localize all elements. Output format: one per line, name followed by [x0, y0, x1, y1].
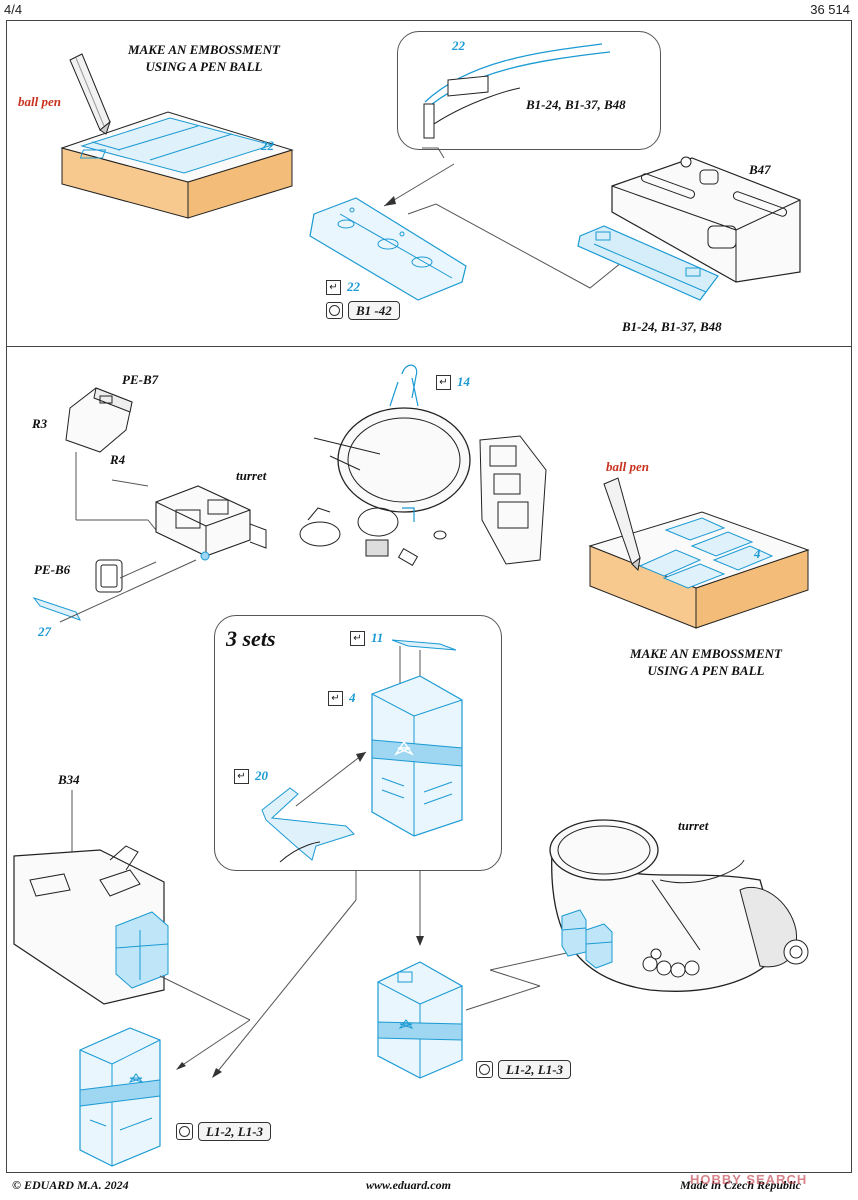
bend-icon: ↵ [436, 374, 451, 390]
bend-icon: ↵ [350, 630, 365, 646]
footer-copyright: © EDUARD M.A. 2024 [12, 1178, 129, 1192]
kit-part-icon [326, 302, 343, 319]
turret-label-bottom: turret [678, 818, 709, 833]
part-b47-label: B47 [749, 162, 771, 177]
r3-label: R3 [32, 416, 48, 431]
bend-icon: ↵ [328, 690, 343, 706]
ref-b1-42: B1 -42 [326, 301, 400, 320]
ref-l1-bottom-center: L1-2, L1-3 [476, 1060, 572, 1079]
part-22-board-label: 22 [261, 138, 274, 153]
footer-origin: Made in Czech Republic [680, 1178, 802, 1192]
ball-pen-label-top: ball pen [18, 94, 61, 109]
pe-b7-label: PE-B7 [122, 372, 159, 387]
bend-20-marker: ↵ 20 [234, 768, 268, 784]
turret-hatch-illustration [299, 364, 547, 567]
emboss-title-top: MAKE AN EMBOSSMENT USING A PEN BALL [128, 42, 280, 74]
instruction-frame [6, 20, 852, 1173]
bend-icon: ↵ [326, 279, 341, 295]
kit-part-icon [176, 1123, 193, 1140]
emboss-board-illustration-mid [588, 477, 810, 629]
watermark-logo: HOBBY SEARCH [690, 1172, 808, 1187]
callout-refs: B1-24, B1-37, B48 [526, 97, 626, 112]
part-b34-label: B34 [58, 772, 80, 787]
bend-14-marker: ↵ 14 [436, 374, 470, 390]
turret-label-mid: turret [236, 468, 267, 483]
r4-label: R4 [110, 452, 126, 467]
bend-22-marker: ↵ 22 [326, 279, 360, 295]
emboss-title-mid: MAKE AN EMBOSSMENT USING A PEN BALL [630, 646, 782, 678]
periscope-mount-illustration [32, 387, 267, 623]
ball-pen-label-mid: ball pen [606, 459, 649, 474]
b47-stowage-box-illustration [577, 156, 801, 301]
detail-callout-bubble [397, 31, 661, 150]
part-4-board-label: 4 [754, 546, 761, 561]
bend-11-marker: ↵ 11 [350, 630, 383, 646]
emboss-board-illustration-top [60, 53, 294, 219]
kit-part-icon [476, 1061, 493, 1078]
bend-icon: ↵ [234, 768, 249, 784]
part-27-label: 27 [38, 624, 51, 639]
top-right-refs: B1-24, B1-37, B48 [622, 319, 722, 334]
three-sets-title: 3 sets [226, 626, 276, 651]
part-22-plate-illustration [309, 163, 633, 301]
page-number: 4/4 [4, 2, 23, 17]
footer-website[interactable]: www.eduard.com [366, 1178, 451, 1192]
callout-part-22: 22 [452, 38, 465, 53]
ref-l1-bottom-left: L1-2, L1-3 [176, 1122, 272, 1141]
catalog-number: 36 514 [810, 2, 850, 17]
pe-b6-label: PE-B6 [34, 562, 71, 577]
bend-4-marker: ↵ 4 [328, 690, 356, 706]
section-divider [6, 346, 852, 347]
callout-pointer [422, 43, 611, 159]
